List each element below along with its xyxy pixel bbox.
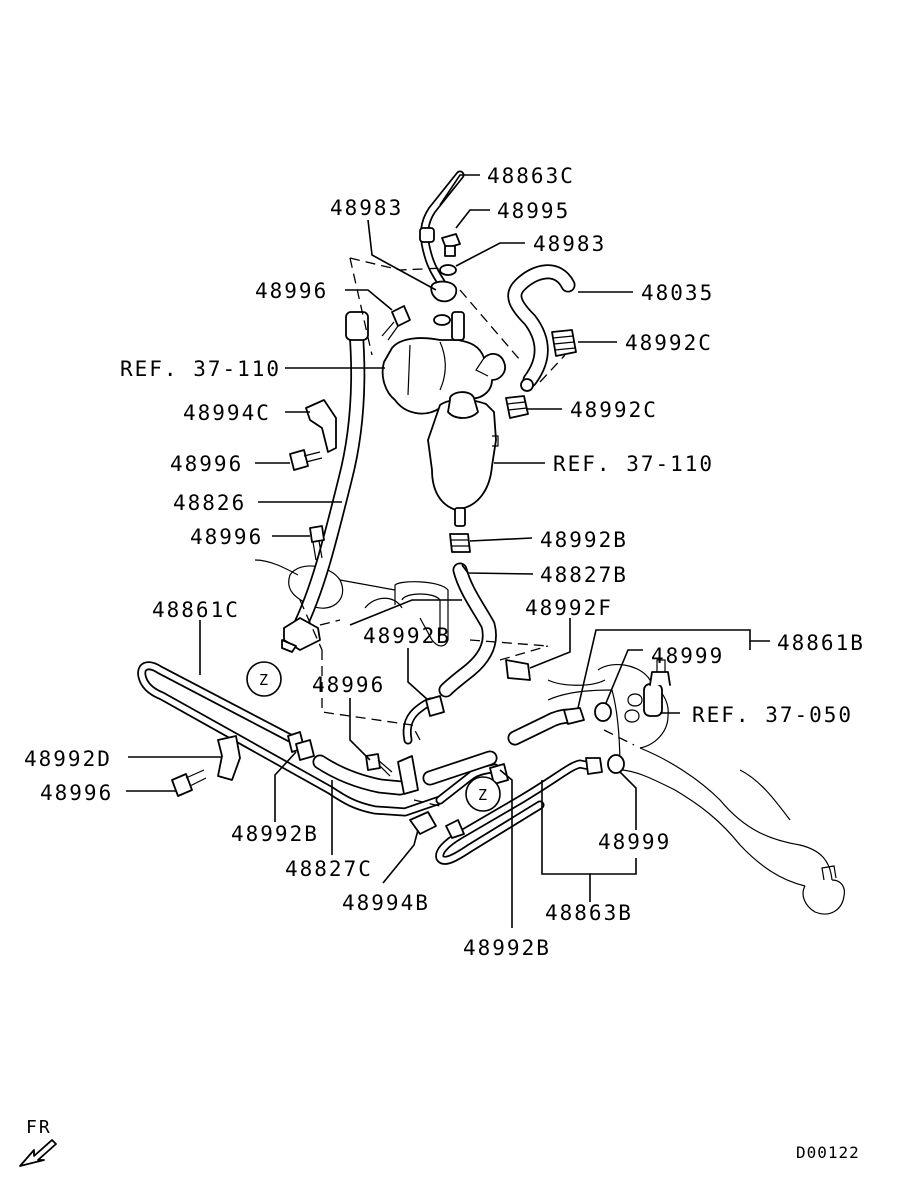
pump-outline bbox=[381, 311, 506, 415]
label-ref-37-110-left: REF. 37-110 bbox=[120, 357, 281, 381]
label-ref-37-110-right: REF. 37-110 bbox=[553, 452, 714, 476]
label-48996-mid: 48996 bbox=[170, 452, 243, 476]
label-48996-top: 48996 bbox=[255, 279, 328, 303]
label-48861C: 48861C bbox=[152, 598, 240, 622]
z-callout-right: Z bbox=[465, 776, 501, 812]
pipe-48863C bbox=[419, 170, 465, 303]
label-48992C-b: 48992C bbox=[570, 398, 658, 422]
label-48827C: 48827C bbox=[285, 857, 373, 881]
label-48035: 48035 bbox=[641, 281, 714, 305]
hose-48827C bbox=[312, 750, 498, 796]
small-hoses bbox=[287, 731, 437, 835]
label-48863C: 48863C bbox=[487, 164, 575, 188]
label-48994B: 48994B bbox=[342, 891, 430, 915]
label-48992B-c: 48992B bbox=[231, 822, 319, 846]
hose-48035 bbox=[507, 264, 576, 392]
label-48999-a: 48999 bbox=[651, 644, 724, 668]
label-48861B: 48861B bbox=[777, 631, 865, 655]
label-48992C-a: 48992C bbox=[625, 331, 713, 355]
label-48996-center: 48996 bbox=[312, 673, 385, 697]
leader-lines bbox=[126, 174, 770, 928]
steering-gear-outline bbox=[597, 659, 845, 915]
label-48999-b: 48999 bbox=[598, 830, 671, 854]
label-48826: 48826 bbox=[173, 491, 246, 515]
label-48863B: 48863B bbox=[545, 901, 633, 925]
hose-48827B bbox=[438, 562, 497, 698]
z-label-left: Z bbox=[259, 671, 269, 689]
label-48992F: 48992F bbox=[525, 596, 613, 620]
front-arrow-icon bbox=[19, 1139, 57, 1167]
hose-48826 bbox=[281, 311, 369, 653]
drawing-code: D00122 bbox=[796, 1143, 860, 1162]
z-label-right: Z bbox=[478, 786, 488, 804]
z-callout-left: Z bbox=[246, 661, 282, 697]
reservoir-outline bbox=[427, 391, 499, 527]
label-48827B: 48827B bbox=[540, 563, 628, 587]
pipe-48863B bbox=[435, 757, 603, 865]
fittings bbox=[171, 233, 625, 839]
label-48996-left: 48996 bbox=[40, 781, 113, 805]
fr-label: FR bbox=[26, 1117, 52, 1138]
label-48992B-a: 48992B bbox=[540, 528, 628, 552]
engine-outline bbox=[254, 559, 613, 701]
front-direction-indicator: FR bbox=[19, 1117, 57, 1167]
reference-dashes bbox=[299, 257, 635, 807]
label-48992B-b: 48992B bbox=[363, 624, 451, 648]
label-48995: 48995 bbox=[497, 199, 570, 223]
label-48992B-d: 48992B bbox=[463, 936, 551, 960]
label-48983-top: 48983 bbox=[330, 196, 403, 220]
label-48983-right: 48983 bbox=[533, 232, 606, 256]
label-48996-low: 48996 bbox=[190, 525, 263, 549]
label-48994C: 48994C bbox=[183, 401, 271, 425]
part-labels: 48863C 48983 48995 48983 48996 48035 489… bbox=[24, 164, 865, 960]
label-ref-37-050: REF. 37-050 bbox=[692, 703, 853, 727]
label-48992D: 48992D bbox=[24, 747, 112, 771]
